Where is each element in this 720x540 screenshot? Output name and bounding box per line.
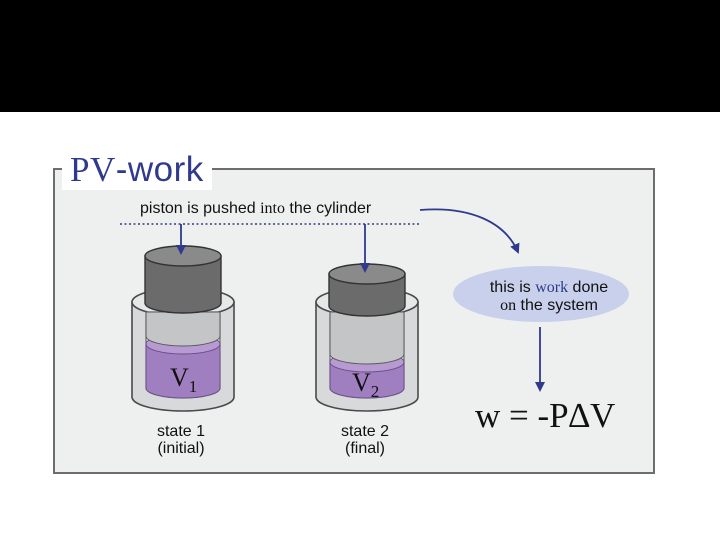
caption-into: into	[260, 200, 285, 217]
state-1-label: state 1 (initial)	[121, 423, 241, 457]
bubble-work: work	[535, 279, 569, 296]
work-equation: w = -P∆V	[475, 396, 616, 435]
title-work: -work	[115, 150, 204, 189]
piston-2	[328, 273, 406, 317]
caption-part1: piston is pushed	[140, 200, 261, 217]
title-pv: PV	[70, 150, 116, 189]
state-2-title: state 2	[340, 423, 390, 440]
cylinder-state-2	[315, 224, 419, 412]
bubble-line-2: on the system	[460, 297, 638, 315]
state-2-subtitle: (final)	[344, 440, 385, 457]
v1-sub: 1	[188, 377, 198, 396]
bubble-this-is: this is	[489, 279, 536, 296]
bubble-done: done	[568, 279, 609, 296]
volume-label-1: V1	[170, 363, 197, 397]
cylinder-state-1	[131, 224, 235, 412]
v2-letter: V	[352, 368, 371, 397]
v2-sub: 2	[370, 382, 380, 401]
caption-part3: the cylinder	[284, 200, 372, 217]
bubble-line-1: this is work done	[460, 279, 638, 297]
header-bar	[0, 0, 720, 112]
work-bubble	[453, 266, 629, 322]
volume-label-2: V2	[352, 368, 379, 402]
caption-text: piston is pushed into the cylinder	[140, 200, 371, 218]
bubble-on: on	[500, 297, 517, 314]
piston-1	[144, 255, 222, 314]
diagram-title: PV-work	[70, 150, 204, 190]
state-2-label: state 2 (final)	[305, 423, 425, 457]
curved-arrow	[419, 208, 520, 254]
state-1-subtitle: (initial)	[157, 440, 205, 457]
bubble-text: this is work done on the system	[460, 279, 638, 315]
gas-volume-1	[145, 343, 221, 399]
bubble-the-system: the system	[516, 297, 598, 314]
state-1-title: state 1	[156, 423, 206, 440]
title-box: PV-work	[62, 150, 212, 190]
v1-letter: V	[170, 363, 189, 392]
